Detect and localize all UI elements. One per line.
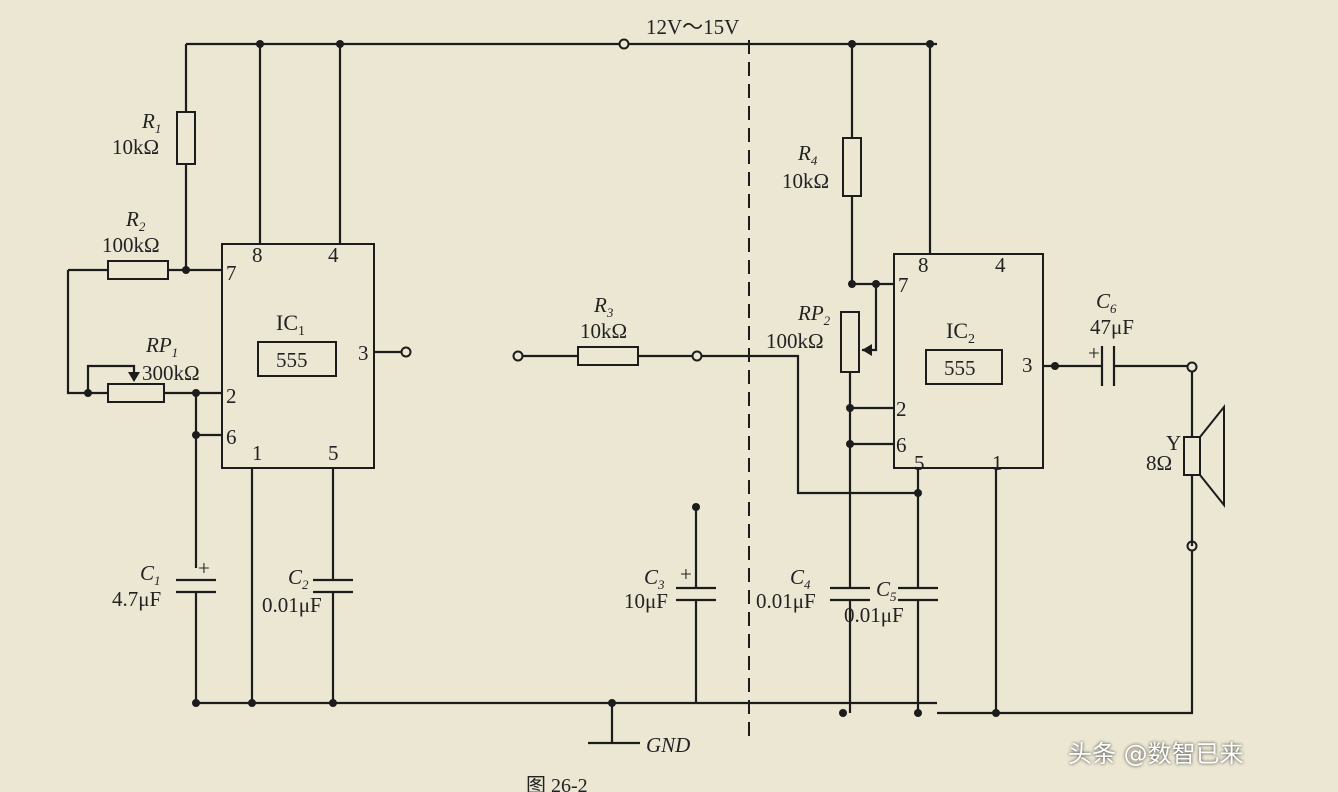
pin26-wire [194,393,222,568]
r2-value: 100kΩ [102,233,160,257]
ic2-pin6: 6 [896,433,907,457]
ic2-pin7: 7 [898,273,909,297]
c2-value: 0.01μF [262,593,322,617]
c3-value: 10μF [624,589,668,613]
ic2-name: IC2 [946,318,975,347]
c5-value: 0.01μF [844,603,904,627]
c5-ref: C5 [876,577,897,604]
c3-plates [676,586,716,602]
ctrl-terminal [691,350,703,362]
spk-top-terminal [1186,361,1198,373]
ic2-pin4: 4 [995,253,1006,277]
r1-body [176,111,196,165]
ic1-out-terminal [400,346,412,358]
ic2-chip: 555 [944,356,976,380]
capacitors [176,346,1116,602]
rp2-body [840,311,860,373]
c1-ref: C1 [140,561,161,588]
c6-wire [1043,364,1194,437]
rp2-ref: RP2 [797,301,831,328]
ic1-chip-box [257,341,337,377]
pin26-ic2-wire [850,406,894,446]
r3-ref: R3 [593,293,614,320]
rp2-value: 100kΩ [766,329,824,353]
supply-terminal [618,38,630,50]
speaker-value: 8Ω [1146,451,1172,475]
c1-plates [176,578,216,594]
r3-body [577,346,639,366]
c6-pol: + [1088,341,1100,365]
speaker-cone [1199,404,1225,508]
r3-in-terminal [512,350,524,362]
c3-pol: + [680,562,692,586]
ic1-pin8: 8 [252,243,263,267]
c1-value: 4.7μF [112,587,161,611]
rp2-arrow [862,344,872,356]
ground-rail-right [937,548,1194,715]
ic2-pin1: 1 [992,451,1003,475]
ic2-body [893,253,1044,469]
ctrl-wire [700,354,920,495]
ic2-pin3: 3 [1022,353,1033,377]
rp1-body [107,383,165,403]
ic2-pin8: 8 [918,253,929,277]
ic1-supply-wires [258,44,342,244]
ic1-pin7: 7 [226,261,237,285]
watermark: 头条 @数智已来 [1068,740,1244,768]
r1-value: 10kΩ [112,135,159,159]
ic1-bottom-wires [250,468,335,703]
c4-value: 0.01μF [756,589,816,613]
ic1-chip: 555 [276,348,308,372]
ic1-pin4: 4 [328,243,339,267]
ic1-pin1: 1 [252,441,263,465]
ic1-pin2: 2 [226,384,237,408]
rp1-ref: RP1 [145,333,178,360]
ic2-chip-box [925,349,1003,385]
c6-value: 47μF [1090,315,1134,339]
c6-ref: C6 [1096,289,1117,316]
figure-caption: 图 26-2 [526,775,588,792]
r4-body [842,137,862,197]
supply-label: 12V～15V [646,15,739,39]
ic1-pin5: 5 [328,441,339,465]
c1-pol: + [198,556,210,580]
r1-ref: R1 [141,109,161,136]
gnd-label: GND [646,733,690,757]
r4-ref: R4 [797,141,818,168]
c4-ref: C4 [790,565,811,592]
r2-ref: R2 [125,207,146,234]
c2-ref: C2 [288,565,309,592]
junctions [84,40,1059,717]
ic1-pin6: 6 [226,425,237,449]
ic1-name: IC1 [276,310,305,339]
r2-body [107,260,169,280]
c4-plates [830,586,870,602]
ic1 [221,243,375,469]
c3-ref: C3 [644,565,665,592]
r4-value: 10kΩ [782,169,829,193]
speaker-coil [1183,436,1201,476]
speaker [1183,404,1225,546]
c5-plates [898,586,938,602]
ic2-pin2: 2 [896,397,907,421]
ic2 [893,253,1044,469]
r3-value: 10kΩ [580,319,627,343]
gnd-symbol [588,703,640,745]
labels: 12V～15V GND IC1 555 8 4 7 3 2 6 1 5 IC2 … [102,15,1181,792]
ic1-body [221,243,375,469]
c2-plates [313,578,353,594]
ic2-pin5: 5 [914,451,925,475]
rp1-value: 300kΩ [142,361,200,385]
rp1-arrow [128,372,140,382]
resistors [107,111,872,403]
ic2-supply-wires [850,44,932,284]
speaker-ref: Y [1166,431,1181,455]
c6-plates [1100,346,1116,386]
ic1-pin3: 3 [358,341,369,365]
wires [66,40,1194,745]
